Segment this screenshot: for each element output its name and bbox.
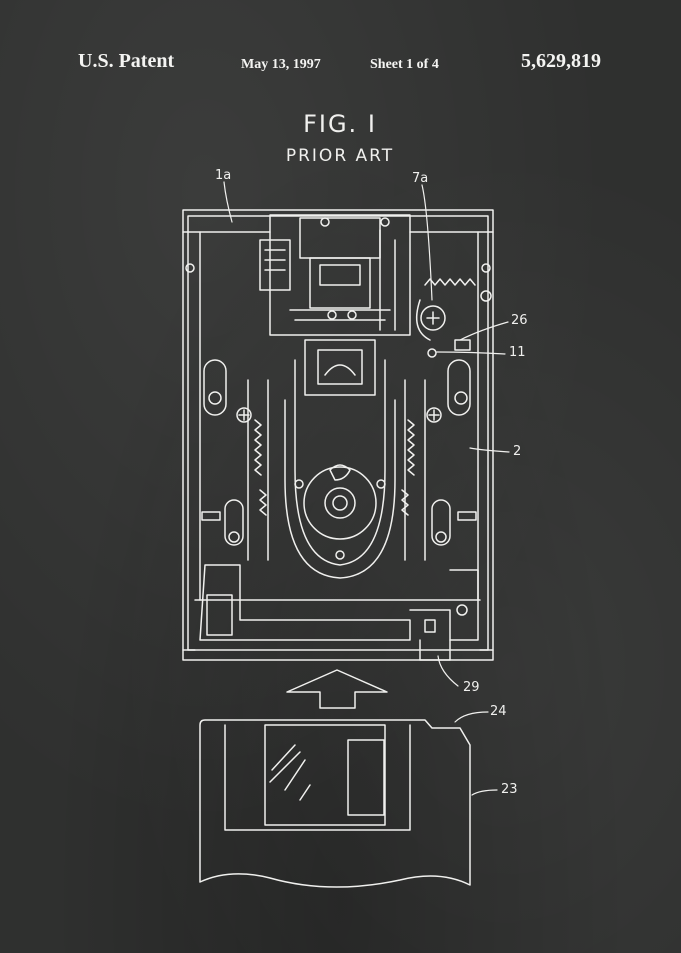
ref-24: 24 xyxy=(490,704,507,719)
ref-7a: 7a xyxy=(412,171,429,186)
sheet-number: Sheet 1 of 4 xyxy=(370,57,439,72)
ref-29: 29 xyxy=(463,680,480,695)
ref-2: 2 xyxy=(513,444,522,459)
insertion-arrow xyxy=(287,670,387,708)
patent-number: 5,629,819 xyxy=(521,50,601,72)
ref-1a: 1a xyxy=(215,168,232,183)
spindle-area xyxy=(285,340,395,578)
side-rails xyxy=(248,380,425,560)
ref-11: 11 xyxy=(509,345,526,360)
head-carriage xyxy=(260,215,410,335)
drive-frame xyxy=(183,210,493,660)
ref-26: 26 xyxy=(511,313,528,328)
patent-date: May 13, 1997 xyxy=(241,57,321,72)
ref-23: 23 xyxy=(501,782,518,797)
floppy-disk xyxy=(200,720,470,887)
figure-subtitle: PRIOR ART xyxy=(285,146,395,166)
figure-title: FIG. I xyxy=(303,110,377,138)
guide-slots xyxy=(202,360,476,545)
patent-label: U.S. Patent xyxy=(78,50,175,72)
spring-assembly xyxy=(417,279,491,357)
eject-lever xyxy=(200,565,478,660)
leader-lines xyxy=(224,182,509,795)
